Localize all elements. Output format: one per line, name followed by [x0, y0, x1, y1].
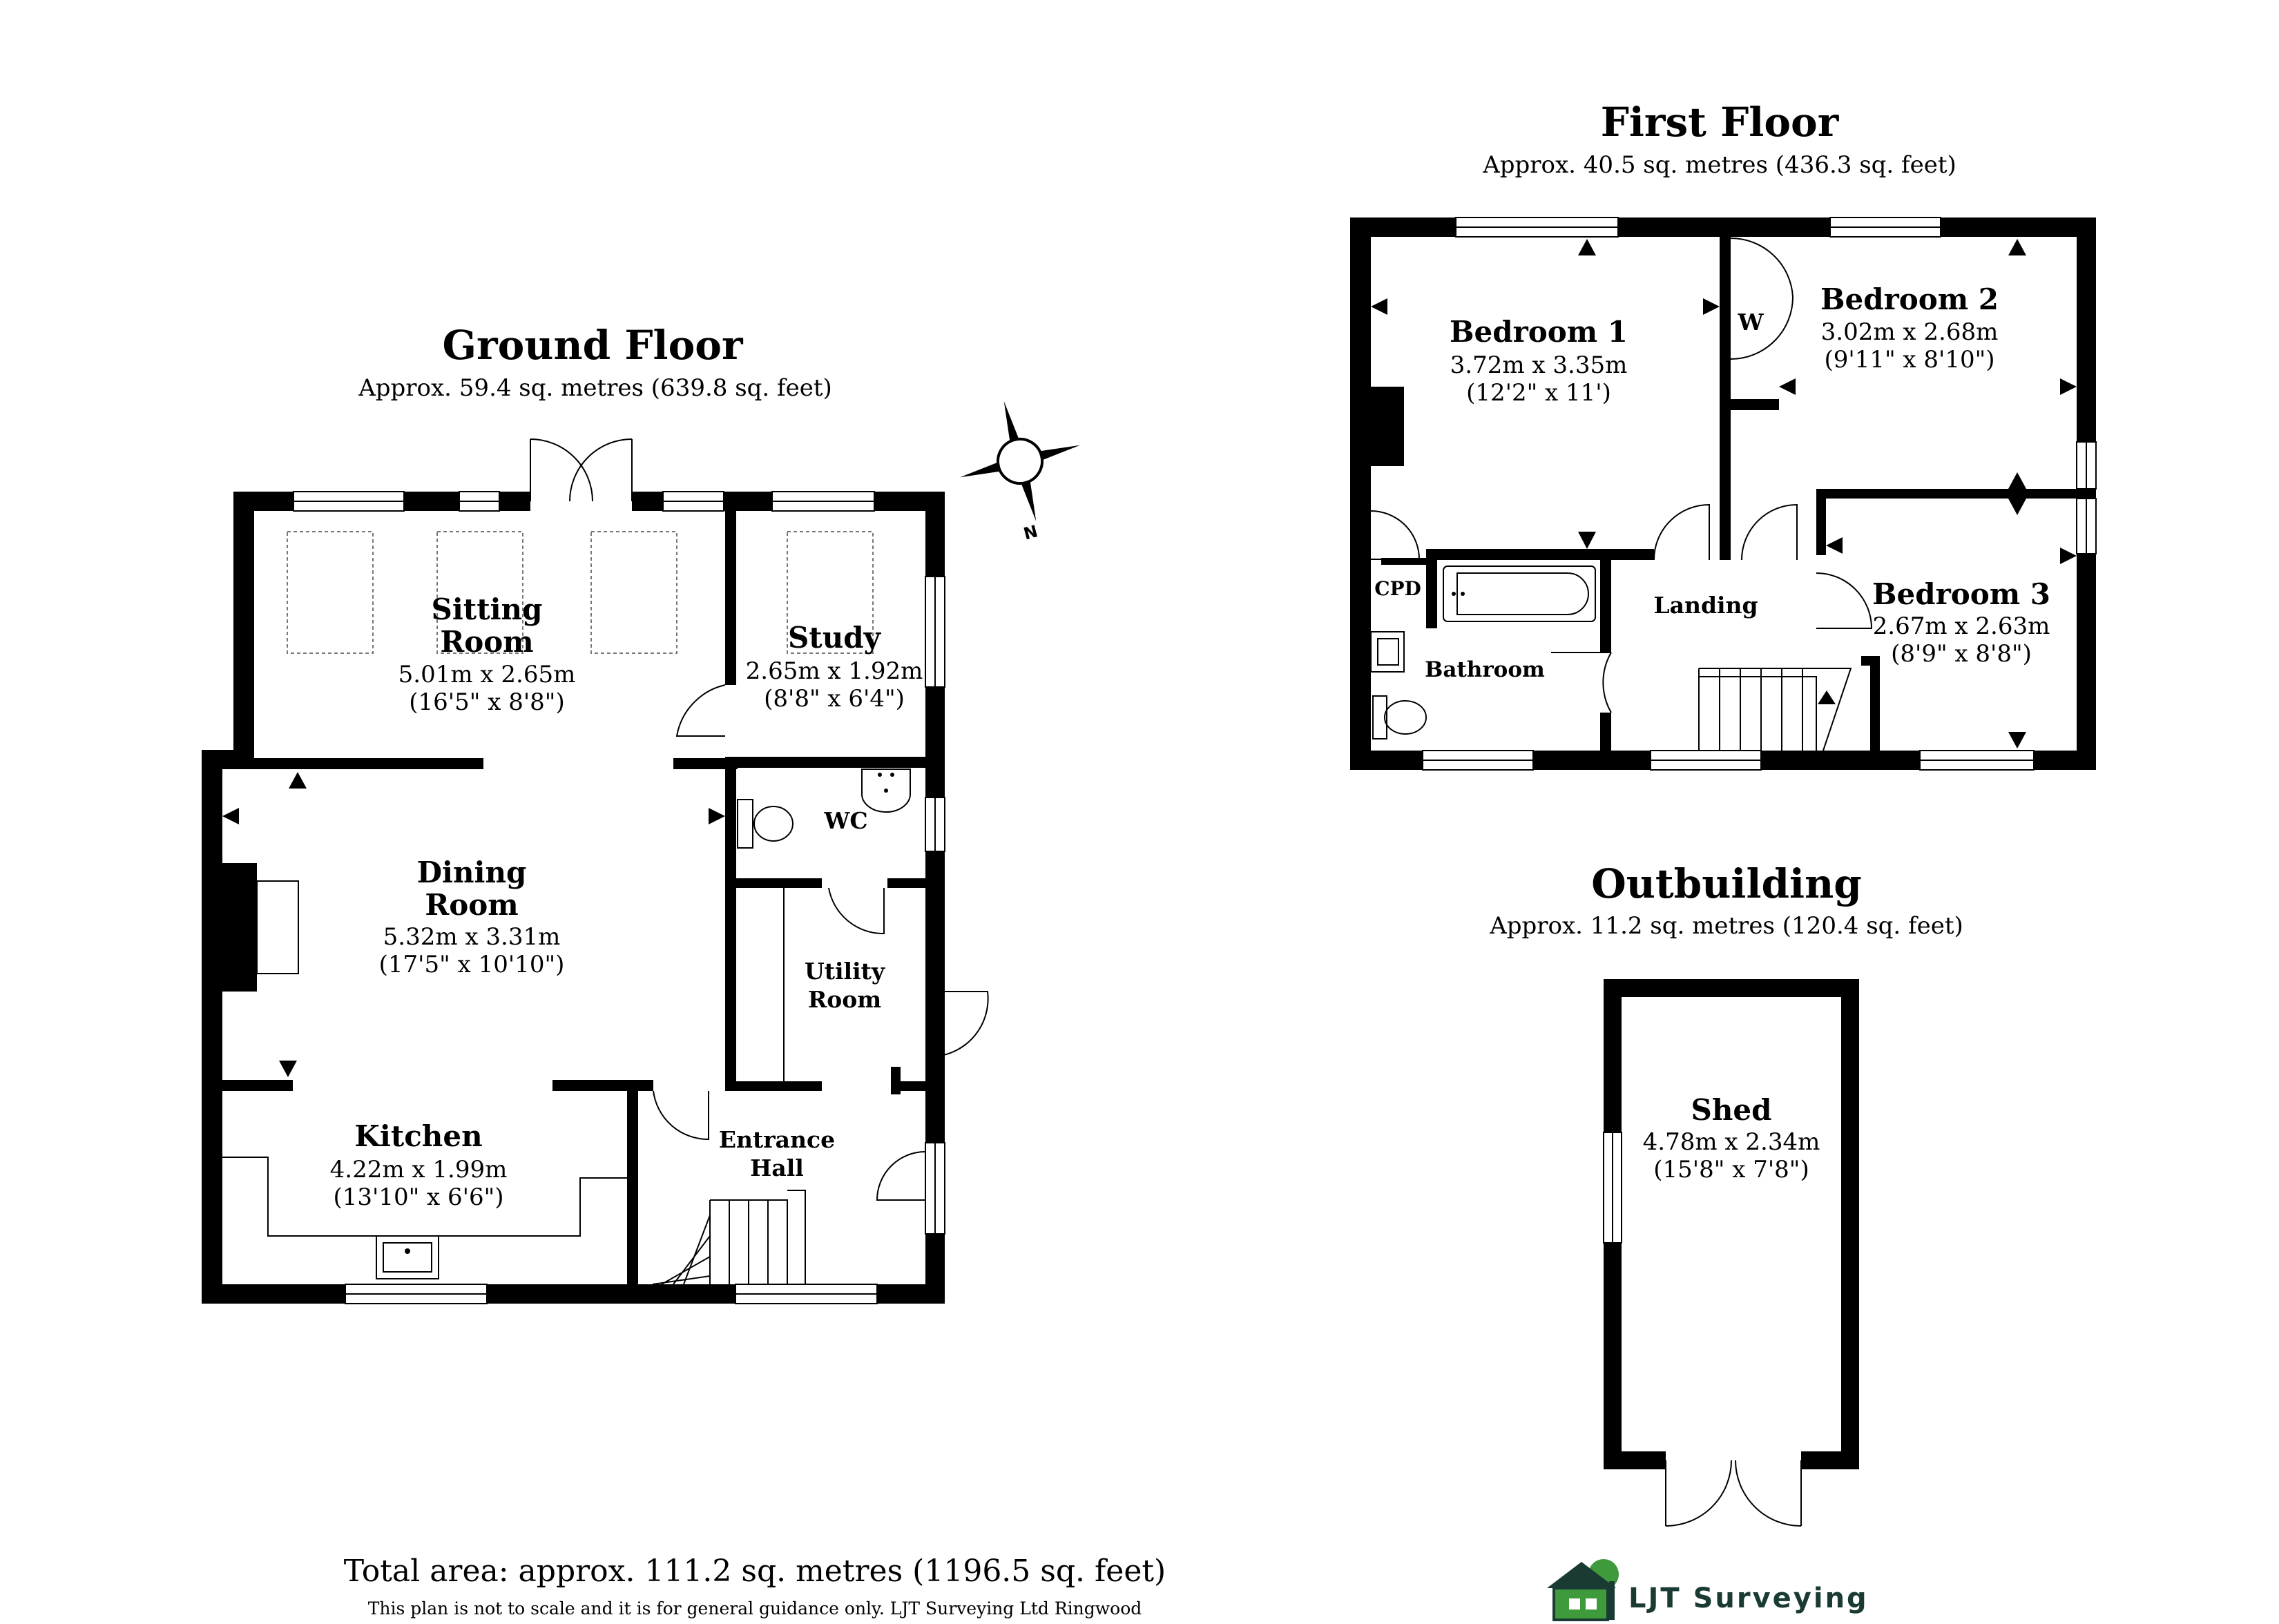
sitting-room-french-doors [530, 438, 633, 502]
bedroom-3-name: Bedroom 3 [1872, 577, 2050, 611]
kitchen-dimensions-imperial: (13'10" x 6'6") [333, 1183, 503, 1211]
entrance-hall-name-line1: Entrance [719, 1126, 835, 1153]
room-wc: WC [823, 807, 867, 834]
sitting-room-name-line2: Room [440, 625, 533, 659]
entrance-hall-name-line2: Hall [750, 1154, 804, 1181]
room-bedroom-3: Bedroom 3 2.67m x 2.63m (8'9" x 8'8") [1872, 577, 2050, 668]
dining-room-name-line2: Room [425, 888, 518, 922]
room-sitting-room: Sitting Room 5.01m x 2.65m (16'5" x 8'8"… [398, 592, 576, 716]
room-kitchen: Kitchen 4.22m x 1.99m (13'10" x 6'6") [330, 1119, 508, 1211]
compass-rose-icon [960, 401, 1080, 521]
room-shed: Shed 4.78m x 2.34m (15'8" x 7'8") [1643, 1093, 1820, 1183]
bedroom-1-name: Bedroom 1 [1450, 315, 1628, 349]
ground-floor-plan: Ground Floor Approx. 59.4 sq. metres (63… [202, 322, 989, 1304]
utility-room-name-line1: Utility [805, 958, 885, 985]
wc-name: WC [823, 807, 867, 834]
landing-label: Landing [1653, 592, 1758, 619]
shed-dimensions-metric: 4.78m x 2.34m [1643, 1128, 1820, 1156]
ground-floor-windows [293, 491, 945, 1304]
shed-name: Shed [1691, 1093, 1772, 1127]
room-bedroom-2: Bedroom 2 3.02m x 2.68m (9'11" x 8'10") [1820, 282, 1999, 374]
cupboard-label: CPD [1374, 577, 1421, 600]
room-utility-room: Utility Room [805, 958, 885, 1013]
bedroom-2-dimensions-imperial: (9'11" x 8'10") [1824, 346, 1994, 374]
landing-stairs [1698, 668, 1852, 751]
wc-fittings [737, 768, 911, 849]
brand-name: LJT Surveying [1628, 1583, 1869, 1614]
room-bedroom-1: Bedroom 1 3.72m x 3.35m (12'2" x 11') [1450, 315, 1628, 407]
disclaimer: This plan is not to scale and it is for … [368, 1598, 1142, 1618]
first-floor-windows [1422, 217, 2097, 771]
shed-walls [1604, 979, 1859, 1469]
sitting-room-name-line1: Sitting [432, 592, 543, 626]
compass-north-label: N [1021, 521, 1040, 543]
bathroom-fittings [1370, 566, 1596, 740]
dining-room-dimensions-metric: 5.32m x 3.31m [383, 923, 561, 951]
bedroom-3-dimensions-imperial: (8'9" x 8'8") [1891, 640, 2032, 668]
shed-double-doors [1665, 1460, 1802, 1527]
bedroom-1-dimensions-imperial: (12'2" x 11') [1466, 379, 1611, 407]
kitchen-name: Kitchen [354, 1119, 482, 1153]
first-floor-doors [1370, 237, 1873, 713]
outbuilding-area: Approx. 11.2 sq. metres (120.4 sq. feet) [1489, 912, 1963, 940]
outbuilding-plan: Outbuilding Approx. 11.2 sq. metres (120… [1489, 860, 1963, 1527]
room-entrance-hall: Entrance Hall [719, 1126, 835, 1181]
bedroom-3-dimensions-metric: 2.67m x 2.63m [1873, 612, 2050, 640]
bedroom-2-dimensions-metric: 3.02m x 2.68m [1821, 318, 1999, 346]
utility-room-name-line2: Room [808, 986, 881, 1013]
house-tree-logo-icon [1547, 1559, 1619, 1621]
first-floor-dimension-arrows [1371, 239, 2077, 748]
ground-floor-title: Ground Floor [443, 322, 744, 369]
ground-floor-walls [202, 492, 945, 1304]
first-floor-title: First Floor [1601, 99, 1840, 146]
shed-dimensions-imperial: (15'8" x 7'8") [1653, 1156, 1809, 1183]
sitting-room-dimensions-imperial: (16'5" x 8'8") [409, 688, 564, 716]
dining-room-dimensions-imperial: (17'5" x 10'10") [379, 951, 565, 978]
ground-floor-dimension-arrows [222, 772, 725, 1077]
study-dimensions-imperial: (8'8" x 6'4") [764, 685, 905, 713]
kitchen-dimensions-metric: 4.22m x 1.99m [330, 1156, 508, 1183]
bedroom-1-dimensions-metric: 3.72m x 3.35m [1450, 351, 1628, 379]
room-study: Study 2.65m x 1.92m (8'8" x 6'4") [746, 621, 923, 713]
ground-floor-area: Approx. 59.4 sq. metres (639.8 sq. feet) [358, 374, 832, 402]
outbuilding-title: Outbuilding [1591, 860, 1862, 907]
bathroom-label: Bathroom [1425, 657, 1545, 682]
ground-floor-doors [653, 684, 989, 1201]
study-dimensions-metric: 2.65m x 1.92m [746, 657, 923, 685]
room-dining-room: Dining Room 5.32m x 3.31m (17'5" x 10'10… [379, 856, 565, 978]
first-floor-area: Approx. 40.5 sq. metres (436.3 sq. feet) [1482, 151, 1956, 179]
study-name: Study [788, 621, 882, 655]
total-area: Total area: approx. 111.2 sq. metres (11… [344, 1554, 1166, 1589]
sitting-room-dimensions-metric: 5.01m x 2.65m [398, 661, 576, 688]
entrance-hall-stairs [652, 1190, 806, 1285]
kitchen-worktop [222, 1157, 627, 1279]
first-floor-plan: First Floor Approx. 40.5 sq. metres (436… [1350, 99, 2097, 771]
wardrobe-label: W [1737, 309, 1764, 336]
sitting-room-rooflights [287, 531, 874, 654]
dining-room-name-line1: Dining [417, 856, 527, 889]
bedroom-2-name: Bedroom 2 [1820, 282, 1999, 316]
dining-room-hearth [256, 880, 299, 974]
